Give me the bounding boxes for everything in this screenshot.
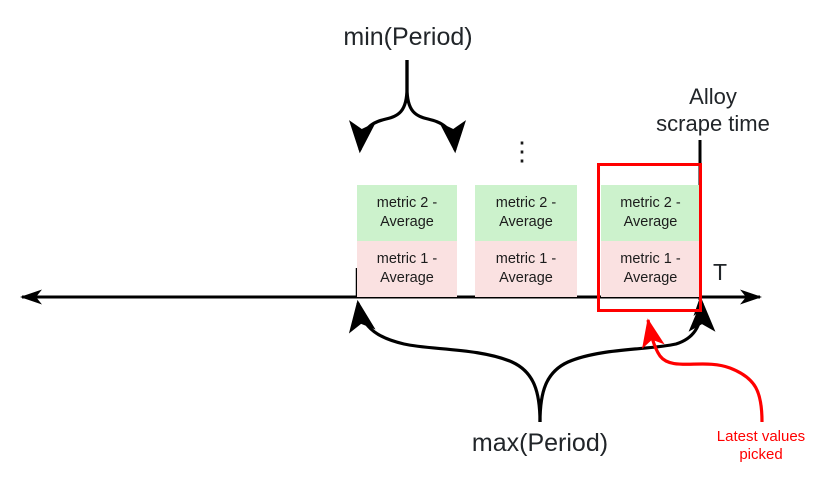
vertical-ellipsis: ⋮	[509, 136, 535, 166]
metric-1-cell: metric 1 - Average	[357, 241, 457, 297]
min-period-label: min(Period)	[343, 23, 473, 51]
alloy-scrape-time-label: Alloy scrape time	[656, 84, 770, 136]
metric-1-cell: metric 1 - Average	[475, 241, 577, 297]
period-sample-1[interactable]: metric 2 - Average metric 1 - Average	[357, 185, 457, 297]
period-sample-2[interactable]: metric 2 - Average metric 1 - Average	[475, 185, 577, 297]
metric-2-cell: metric 2 - Average	[357, 185, 457, 241]
axis-label-t: T	[712, 259, 728, 285]
latest-values-picked-label: Latest values picked	[716, 428, 806, 464]
min-period-brace	[349, 60, 466, 154]
max-period-brace	[348, 299, 716, 423]
axis-arrow-left	[20, 289, 42, 305]
metric-2-cell: metric 2 - Average	[475, 185, 577, 241]
metric-1-cell: metric 1 - Average	[601, 241, 700, 297]
metric-2-cell: metric 2 - Average	[601, 185, 700, 241]
time-axis	[20, 289, 762, 305]
axis-arrow-right	[740, 289, 762, 305]
max-period-label: max(Period)	[471, 429, 609, 457]
period-sample-3[interactable]: metric 2 - Average metric 1 - Average	[601, 185, 700, 297]
latest-values-arrow	[642, 318, 764, 423]
